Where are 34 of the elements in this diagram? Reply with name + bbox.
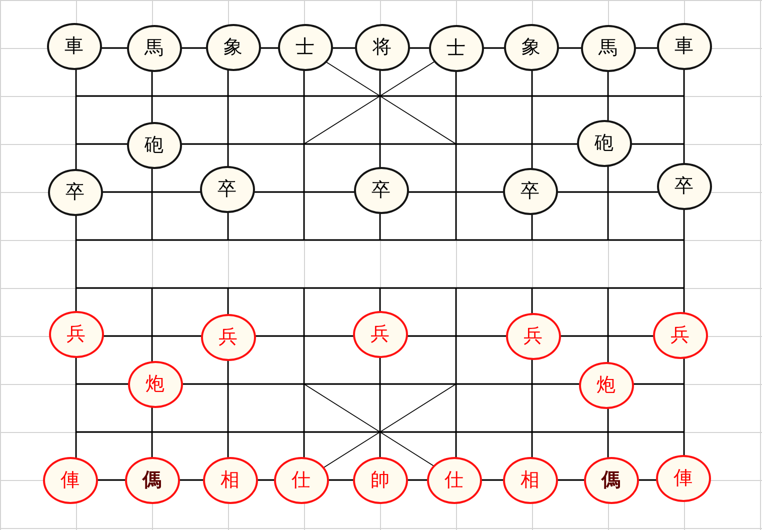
piece-character: 兵 bbox=[524, 326, 542, 346]
piece-character: 車 bbox=[674, 36, 694, 56]
piece-character: 将 bbox=[372, 38, 392, 56]
piece-character: 車 bbox=[64, 36, 84, 56]
piece-character: 相 bbox=[220, 470, 240, 490]
piece-character: 相 bbox=[520, 470, 540, 490]
piece-character: 炮 bbox=[596, 376, 616, 394]
piece-character: 士 bbox=[446, 38, 466, 58]
piece-character: 卒 bbox=[372, 180, 390, 200]
piece-character: 俥 bbox=[60, 470, 80, 490]
xiangqi-piece bbox=[428, 24, 484, 72]
piece-character: 兵 bbox=[218, 328, 238, 346]
piece-character: 象 bbox=[522, 38, 540, 56]
piece-character: 象 bbox=[224, 38, 242, 56]
piece-character: 炮 bbox=[146, 374, 164, 394]
piece-character: 卒 bbox=[674, 176, 694, 196]
piece-character: 卒 bbox=[520, 182, 540, 200]
piece-character: 馬 bbox=[144, 38, 164, 58]
piece-character: 仕 bbox=[444, 470, 464, 490]
piece-character: 卒 bbox=[218, 180, 236, 198]
piece-character: 兵 bbox=[670, 326, 690, 344]
piece-character: 兵 bbox=[66, 324, 86, 344]
piece-character: 俥 bbox=[674, 468, 692, 488]
piece-character: 傌 bbox=[602, 470, 620, 490]
piece-character: 傌 bbox=[142, 470, 162, 490]
piece-character: 士 bbox=[296, 38, 314, 56]
xiangqi-piece bbox=[426, 456, 482, 504]
piece-character: 砲 bbox=[594, 134, 614, 152]
piece-character: 卒 bbox=[66, 182, 84, 202]
piece-character: 仕 bbox=[292, 470, 310, 490]
piece-character: 砲 bbox=[144, 136, 164, 154]
piece-character: 帥 bbox=[370, 470, 390, 490]
piece-character: 馬 bbox=[598, 38, 618, 58]
piece-character: 兵 bbox=[370, 324, 390, 344]
